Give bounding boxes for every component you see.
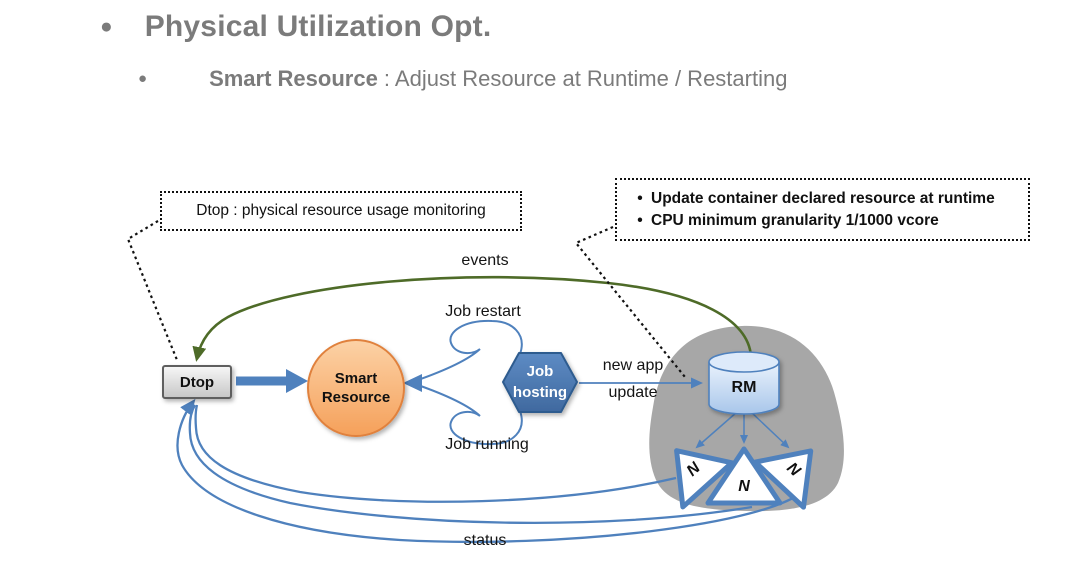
- rm-cylinder-shape: [708, 351, 780, 415]
- callout-dtop-monitoring: Dtop : physical resource usage monitorin…: [160, 191, 522, 231]
- bullet-icon: •: [637, 189, 643, 207]
- callout-right-item: • CPU minimum granularity 1/1000 vcore: [629, 210, 1028, 232]
- node-triangle-left: [674, 448, 735, 510]
- callout-right-text-2: CPU minimum granularity 1/1000 vcore: [651, 211, 939, 229]
- callout-connector-right: [574, 225, 686, 378]
- status-arrow-inner: [194, 404, 677, 503]
- job-restart-label: Job restart: [445, 303, 521, 320]
- page-title: Physical Utilization Opt.: [144, 10, 492, 43]
- callout-right-item: • Update container declared resource at …: [629, 188, 1028, 210]
- arrow-rm-to-node-left: [695, 411, 738, 449]
- smart-resource-shape: [307, 339, 405, 437]
- page-title-row: ● Physical Utilization Opt.: [100, 8, 491, 46]
- subtitle-rest: : Adjust Resource at Runtime / Restartin…: [377, 66, 788, 91]
- smart-resource-line1: Smart: [334, 370, 378, 387]
- status-arrow-middle: [188, 404, 753, 525]
- events-label: events: [461, 252, 509, 269]
- new-app-label: new app: [602, 357, 664, 374]
- node-triangle-middle: [705, 446, 783, 506]
- events-arrow: [192, 275, 753, 362]
- node-n-label-middle: N: [738, 478, 750, 495]
- job-hosting-line1: Job: [526, 363, 554, 380]
- job-running-label: Job running: [445, 436, 529, 453]
- job-hosting-shape: [502, 352, 578, 413]
- loop-job-running: [414, 383, 523, 446]
- callout-left-text: Dtop : physical resource usage monitorin…: [196, 202, 486, 219]
- title-bullet-icon: ●: [100, 15, 113, 38]
- page-subtitle: Smart Resource : Adjust Resource at Runt…: [209, 66, 787, 92]
- dtop-label: Dtop: [179, 374, 215, 391]
- status-label: status: [463, 532, 507, 549]
- arrow-dtop-to-smart: [236, 369, 308, 393]
- loop-job-restart: [414, 319, 523, 382]
- dtop-box-shape: [162, 365, 232, 399]
- job-hosting-label: Job hosting: [503, 361, 577, 403]
- subtitle-term: Smart Resource: [209, 66, 378, 91]
- update-label: update: [608, 384, 658, 401]
- rm-label: RM: [731, 379, 757, 396]
- arrow-rm-to-node-right: [750, 411, 790, 449]
- smart-resource-line2: Resource: [321, 389, 391, 406]
- page-subtitle-row: ● Smart Resource : Adjust Resource at Ru…: [138, 64, 787, 94]
- callout-right-text-1: Update container declared resource at ru…: [651, 189, 995, 207]
- callout-connector-left: [126, 220, 179, 361]
- smart-resource-label: Smart Resource: [308, 369, 404, 407]
- status-arrow-outer: [176, 398, 807, 544]
- callout-runtime-update: • Update container declared resource at …: [615, 178, 1030, 241]
- node-triangle-right: [752, 448, 814, 510]
- bullet-icon: •: [637, 211, 643, 229]
- job-hosting-line2: hosting: [512, 384, 568, 401]
- loops-arrowhead-icon: [403, 374, 422, 392]
- subtitle-bullet-icon: ●: [138, 70, 148, 87]
